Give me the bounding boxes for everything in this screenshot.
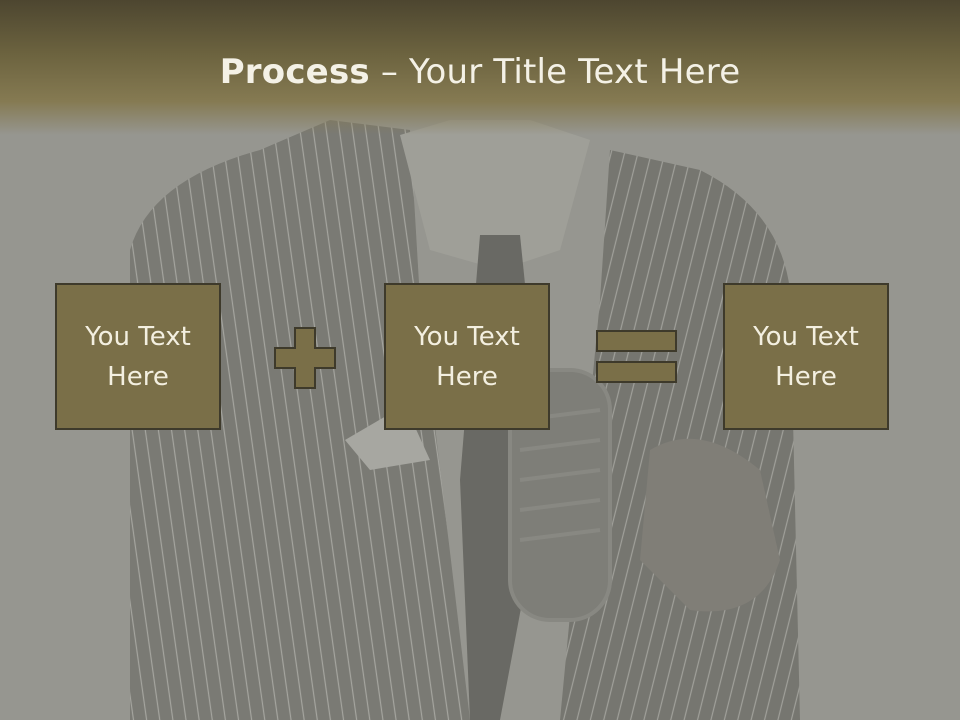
- plus-icon: [274, 327, 336, 389]
- box-1-line-1: You Text: [85, 321, 191, 352]
- box-3-line-2: Here: [775, 361, 837, 392]
- box-3-text: You Text Here: [731, 317, 881, 397]
- box-2-line-1: You Text: [414, 321, 520, 352]
- header-band: [0, 0, 960, 135]
- title-rest-text: – Your Title Text Here: [369, 52, 741, 92]
- equals-icon: [596, 330, 677, 383]
- process-box-1: You Text Here: [55, 283, 221, 430]
- hand: [640, 438, 780, 612]
- box-3-line-1: You Text: [753, 321, 859, 352]
- process-box-2: You Text Here: [384, 283, 550, 430]
- box-1-text: You Text Here: [63, 317, 213, 397]
- box-2-line-2: Here: [436, 361, 498, 392]
- process-box-3: You Text Here: [723, 283, 889, 430]
- title-bold-text: Process: [219, 52, 370, 92]
- shirt-collar: [400, 120, 590, 270]
- box-1-line-2: Here: [107, 361, 169, 392]
- slide-title: Process – Your Title Text Here: [0, 52, 960, 92]
- jacket-left: [130, 120, 470, 720]
- box-2-text: You Text Here: [392, 317, 542, 397]
